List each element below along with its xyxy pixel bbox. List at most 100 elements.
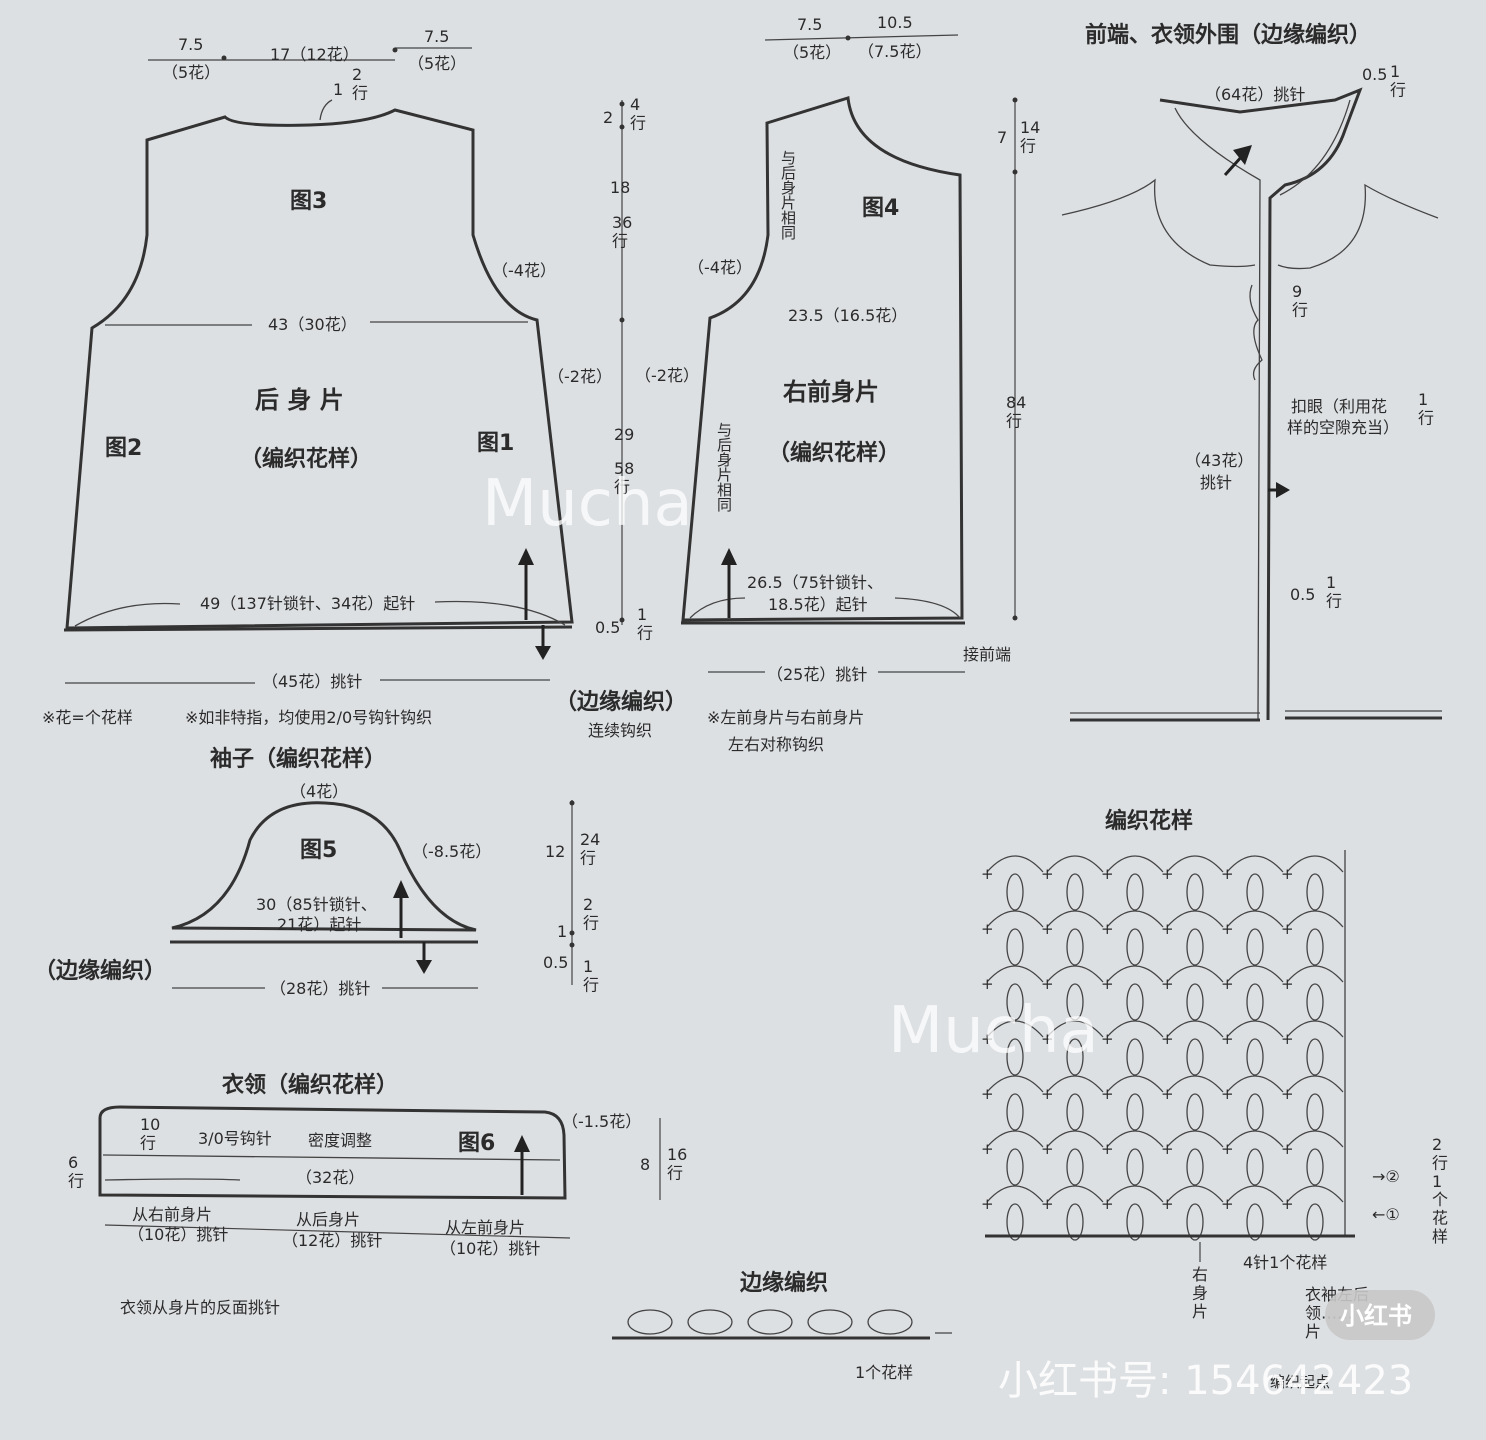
dim-dot <box>392 47 398 53</box>
collar-pickup-line <box>104 1224 571 1239</box>
bottom-note: 编织起点 <box>1270 1373 1330 1391</box>
puff-stitch <box>1306 1148 1324 1186</box>
sleeve-start-1: 30（85针锁针、 <box>256 895 377 914</box>
puff-stitch <box>1006 873 1024 911</box>
pattern-right-body: 右身片 <box>1192 1265 1208 1321</box>
back-w1b: （5花） <box>162 63 220 82</box>
puff-stitch <box>1066 1038 1084 1076</box>
right-shoulder-curve <box>1277 183 1439 270</box>
puff-stitch <box>1186 983 1204 1021</box>
chain-arc-stitch <box>1286 1020 1344 1038</box>
sleeve-h0.5: 0.5 <box>543 953 568 972</box>
single-crochet-mark: + <box>1101 920 1114 938</box>
single-crochet-mark: + <box>1161 1030 1174 1048</box>
single-crochet-mark: + <box>1101 1140 1114 1158</box>
back-pickup: （45花）挑针 <box>262 672 362 691</box>
puff-stitch <box>1306 873 1324 911</box>
puff-stitch <box>1006 1093 1024 1131</box>
single-crochet-mark: + <box>1221 1030 1234 1048</box>
single-crochet-mark: + <box>1221 1140 1234 1158</box>
puff-stitch <box>1126 1093 1144 1131</box>
chain-arc-stitch <box>1226 1185 1284 1203</box>
dim-dot <box>1012 97 1018 103</box>
puff-stitch <box>1246 873 1264 911</box>
sleeve-pickup: （28花）挑针 <box>270 979 370 998</box>
single-crochet-mark: + <box>1041 1195 1054 1213</box>
dim-29: 29 <box>614 425 634 444</box>
collar-start-curve <box>104 1178 241 1181</box>
single-crochet-mark: + <box>1281 1030 1294 1048</box>
front-pickup: （25花）挑针 <box>767 665 867 684</box>
puff-stitch <box>1186 1148 1204 1186</box>
puff-stitch <box>1066 873 1084 911</box>
single-crochet-mark: + <box>981 1085 994 1103</box>
sleeve-dec: （-8.5花） <box>412 842 491 861</box>
chain-arc-stitch <box>1286 910 1344 928</box>
chain-arc-stitch <box>986 1130 1044 1148</box>
chain-arc-stitch <box>986 1020 1044 1038</box>
back-hem <box>63 625 573 632</box>
chain-arc-stitch <box>1226 1020 1284 1038</box>
pattern-row2: →② <box>1372 1167 1400 1186</box>
single-crochet-mark: + <box>981 1140 994 1158</box>
dim-dot <box>845 35 851 41</box>
dim-dot <box>221 55 227 61</box>
single-crochet-mark: + <box>1221 1085 1234 1103</box>
single-crochet-mark: + <box>1161 920 1174 938</box>
collar-dec: （-1.5花） <box>562 1112 641 1131</box>
back-w2: 17（12花） <box>270 45 359 64</box>
single-crochet-mark: + <box>1161 1140 1174 1158</box>
arrow-head <box>416 960 432 974</box>
chain-arc-stitch <box>1286 965 1344 983</box>
edging-shell <box>687 1309 733 1335</box>
single-crochet-mark: + <box>1101 865 1114 883</box>
sleeve-top: （4花） <box>290 782 348 801</box>
buttonhole-marks <box>1249 284 1263 381</box>
puff-stitch <box>1306 1038 1324 1076</box>
collar-inner-line <box>102 1154 561 1161</box>
chain-arc-stitch <box>1046 965 1104 983</box>
puff-stitch <box>1246 1093 1264 1131</box>
front-outline <box>681 96 964 622</box>
puff-stitch <box>1006 1203 1024 1241</box>
chain-arc-stitch <box>1166 1130 1224 1148</box>
collar-pick2b: （12花）挑针 <box>282 1231 382 1250</box>
puff-stitch <box>1066 1093 1084 1131</box>
single-crochet-mark: + <box>1041 920 1054 938</box>
front-start-1: 26.5（75针锁针、 <box>747 573 883 592</box>
pattern-title: 编织花样 <box>1105 808 1193 834</box>
arrow-head <box>535 646 551 660</box>
single-crochet-mark: + <box>1041 1085 1054 1103</box>
back-armhole-dec: （-4花） <box>492 261 556 280</box>
chain-arc-stitch <box>1286 1130 1344 1148</box>
puff-stitch <box>1126 1038 1144 1076</box>
edging-sub: 连续钩织 <box>588 721 652 740</box>
single-crochet-mark: + <box>1161 865 1174 883</box>
back-bust: 43（30花） <box>268 315 357 334</box>
front-start-curve-left <box>689 597 746 619</box>
collar-pick3a: 从左前身片 <box>445 1218 525 1237</box>
chain-arc-stitch <box>986 855 1044 873</box>
collar-outline <box>98 1105 567 1200</box>
chain-arc-stitch <box>1226 965 1284 983</box>
chain-arc-stitch <box>1106 1075 1164 1093</box>
edging-shells <box>627 1309 913 1335</box>
chain-arc-stitch <box>1226 1130 1284 1148</box>
watermark-mucha-2: Mucha <box>888 994 1099 1068</box>
fig2-label: 图2 <box>105 436 142 461</box>
chain-arc-stitch <box>1166 910 1224 928</box>
dim-dot <box>1012 169 1018 175</box>
chain-arc-stitch <box>1226 910 1284 928</box>
chain-arc-stitch <box>1106 855 1164 873</box>
